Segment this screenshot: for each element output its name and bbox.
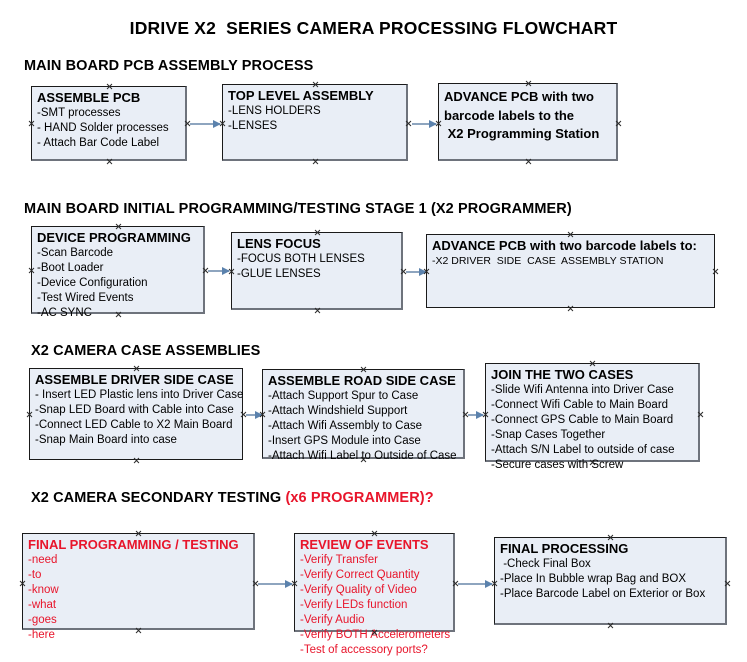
- connector-arrow: [246, 410, 263, 419]
- box-line: -Insert GPS Module into Case: [268, 435, 421, 447]
- box-title: ADVANCE PCB with two barcode labels to:: [432, 238, 697, 253]
- box-line: -Connect GPS Cable to Main Board: [491, 414, 674, 426]
- section-heading-4: X2 CAMERA SECONDARY TESTING (x6 PROGRAMM…: [31, 490, 434, 506]
- box-title: REVIEW OF EVENTS: [300, 537, 429, 552]
- box-line: - Insert LED Plastic lens into Driver Ca…: [35, 389, 244, 401]
- box-line: -what: [28, 599, 57, 611]
- box-line: -LENS HOLDERS: [228, 105, 321, 117]
- box-line: -Snap Main Board into case: [35, 434, 177, 446]
- connector-arrow: [406, 267, 427, 276]
- box-line: -AC SYNC: [37, 307, 92, 319]
- process-box-join-the-two-cases[interactable]: JOIN THE TWO CASES -Slide Wifi Antenna i…: [485, 363, 700, 471]
- section-heading-2: MAIN BOARD INITIAL PROGRAMMING/TESTING S…: [24, 201, 572, 217]
- process-box-final-programming-testing[interactable]: FINAL PROGRAMMING / TESTING -need -to -k…: [22, 533, 255, 641]
- process-box-advance-pcb-driver-case[interactable]: ADVANCE PCB with two barcode labels to: …: [426, 234, 715, 308]
- process-box-assemble-pcb[interactable]: ASSEMBLE PCB -SMT processes - HAND Solde…: [31, 86, 187, 161]
- box-line: -need: [28, 554, 58, 566]
- box-title: LENS FOCUS: [237, 236, 321, 251]
- box-title: ASSEMBLE DRIVER SIDE CASE: [35, 372, 234, 387]
- connector-arrow: [412, 119, 437, 128]
- process-box-final-processing[interactable]: FINAL PROCESSING -Check Final Box -Place…: [494, 537, 727, 625]
- process-box-device-programming[interactable]: DEVICE PROGRAMMING -Scan Barcode -Boot L…: [31, 226, 205, 319]
- box-title: TOP LEVEL ASSEMBLY: [228, 88, 374, 103]
- box-line: -Attach Wifi Label to Outside of Case: [268, 450, 457, 462]
- box-line: -Verify Correct Quantity: [300, 569, 420, 581]
- box-line: -Verify LEDs function: [300, 599, 408, 611]
- box-line: -Attach Wifi Assembly to Case: [268, 420, 423, 432]
- box-line: -Device Configuration: [37, 277, 148, 289]
- box-line: - Attach Bar Code Label: [37, 137, 160, 149]
- box-line: -SMT processes: [37, 107, 121, 119]
- box-line: -Connect Wifi Cable to Main Board: [491, 399, 669, 411]
- connector-arrow: [258, 579, 293, 588]
- process-box-assemble-driver-side-case[interactable]: ASSEMBLE DRIVER SIDE CASE - Insert LED P…: [29, 368, 243, 460]
- box-line: -Test Wired Events: [37, 292, 134, 304]
- box-line: -Slide Wifi Antenna into Driver Case: [491, 384, 674, 396]
- box-line: -Attach Windshield Support: [268, 405, 408, 417]
- box-title: DEVICE PROGRAMMING: [37, 230, 191, 245]
- box-line: -Place Barcode Label on Exterior or Box: [500, 588, 706, 600]
- box-line: -Verify Quality of Video: [300, 584, 417, 596]
- box-line: -Place In Bubble wrap Bag and BOX: [500, 573, 687, 585]
- box-title: FINAL PROCESSING: [500, 541, 629, 556]
- box-line: - HAND Solder processes: [37, 122, 169, 134]
- box-line: -Snap LED Board with Cable into Case: [35, 404, 234, 416]
- box-line: -Verify BOTH Accelerometers: [300, 629, 451, 641]
- process-box-advance-pcb-programming[interactable]: ADVANCE PCB with two barcode labels to t…: [438, 83, 618, 161]
- box-line: -FOCUS BOTH LENSES: [237, 253, 365, 265]
- box-line: -to: [28, 569, 42, 581]
- connector-arrow: [208, 266, 230, 275]
- box-line: -Attach Support Spur to Case: [268, 390, 419, 402]
- box-line: -Scan Barcode: [37, 247, 114, 259]
- box-line: -Secure cases with Screw: [491, 459, 624, 471]
- box-line: -Connect LED Cable to X2 Main Board: [35, 419, 233, 431]
- box-line: -Snap Cases Together: [491, 429, 606, 441]
- process-box-assemble-road-side-case[interactable]: ASSEMBLE ROAD SIDE CASE -Attach Support …: [262, 369, 465, 462]
- box-title: ASSEMBLE ROAD SIDE CASE: [268, 373, 456, 388]
- box-title: ADVANCE PCB with two barcode labels to t…: [444, 89, 600, 141]
- box-line: -Verify Audio: [300, 614, 365, 626]
- box-line: -know: [28, 584, 59, 596]
- section-heading-4-accent: (x6 PROGRAMMER)?: [285, 490, 434, 506]
- section-heading-1: MAIN BOARD PCB ASSEMBLY PROCESS: [24, 58, 314, 74]
- process-box-top-level-assembly[interactable]: TOP LEVEL ASSEMBLY -LENS HOLDERS -LENSES: [222, 84, 408, 161]
- connector-arrow: [458, 579, 493, 588]
- box-line: -GLUE LENSES: [237, 268, 321, 280]
- box-line-overflow: -Test of accessory ports?: [300, 644, 428, 656]
- process-box-review-of-events[interactable]: REVIEW OF EVENTS -Verify Transfer -Verif…: [294, 533, 455, 656]
- page-title: IDRIVE X2 SERIES CAMERA PROCESSING FLOWC…: [129, 18, 618, 38]
- connector-arrow: [190, 119, 221, 128]
- box-line: -Verify Transfer: [300, 554, 378, 566]
- box-line: -here: [28, 629, 55, 641]
- box-title: JOIN THE TWO CASES: [491, 367, 634, 382]
- box-line: -X2 DRIVER SIDE CASE ASSEMBLY STATION: [432, 255, 664, 267]
- box-title: FINAL PROGRAMMING / TESTING: [28, 537, 239, 552]
- box-line: -Attach S/N Label to outside of case: [491, 444, 675, 456]
- process-box-lens-focus[interactable]: LENS FOCUS -FOCUS BOTH LENSES -GLUE LENS…: [231, 232, 403, 310]
- box-line: -goes: [28, 614, 57, 626]
- connector-arrow: [468, 410, 484, 419]
- section-heading-4-text: X2 CAMERA SECONDARY TESTING: [31, 490, 286, 506]
- section-heading-3: X2 CAMERA CASE ASSEMBLIES: [31, 343, 261, 359]
- box-title: ASSEMBLE PCB: [37, 90, 141, 105]
- box-line: -LENSES: [228, 120, 278, 132]
- box-line: -Boot Loader: [37, 262, 104, 274]
- box-line: -Check Final Box: [500, 558, 591, 570]
